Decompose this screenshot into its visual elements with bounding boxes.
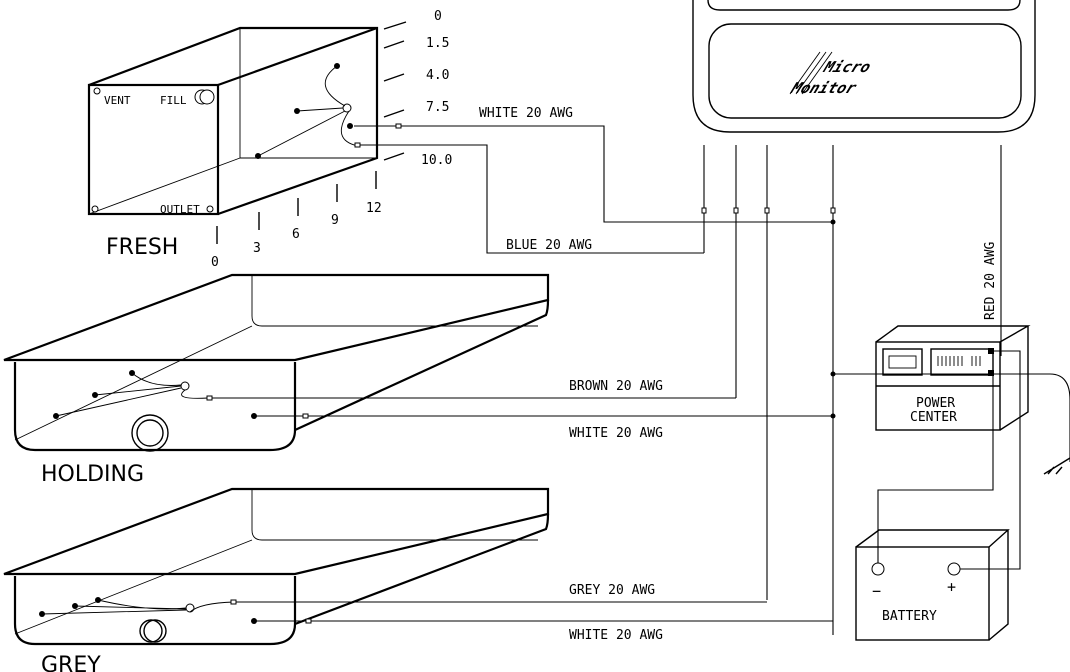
fresh-blue-wire-label: BLUE 20 AWG — [506, 238, 592, 253]
outlet-label: OUTLET — [160, 203, 200, 216]
battery-plus-label: + — [947, 578, 956, 596]
holding-wires: BROWN 20 AWG WHITE 20 AWG — [206, 379, 836, 441]
micro-monitor-logo: Micro Monitor — [788, 59, 874, 97]
fresh-tank: VENT FILL OUTLET 0 1.5 4.0 7.5 10.0 0 3 … — [87, 9, 452, 270]
battery: − + BATTERY — [855, 350, 1021, 641]
logo-line-2: Monitor — [788, 80, 860, 97]
holding-tank-label: HOLDING — [41, 462, 144, 487]
fresh-white-wire-label: WHITE 20 AWG — [479, 106, 573, 121]
holding-tank: HOLDING — [3, 273, 550, 487]
monitor-leads — [703, 145, 1002, 635]
battery-negative-terminal-icon — [871, 562, 885, 576]
grey-grey-wire-label: GREY 20 AWG — [569, 583, 655, 598]
grey-white-wire-label: WHITE 20 AWG — [569, 628, 663, 643]
holding-outlet-icon — [131, 414, 169, 452]
fresh-tank-label: FRESH — [106, 235, 178, 260]
grey-wires: GREY 20 AWG WHITE 20 AWG — [230, 583, 833, 643]
level-4-0: 4.0 — [426, 68, 449, 83]
power-center-breaker-icon — [882, 348, 923, 376]
outlet-port-icon — [206, 205, 214, 213]
level-0: 0 — [434, 9, 442, 24]
power-center-line-1: POWER — [916, 396, 955, 411]
micro-monitor-panel: Micro Monitor — [692, 0, 1036, 133]
battery-minus-label: − — [872, 582, 881, 600]
level-1-5: 1.5 — [426, 36, 449, 51]
grey-tank: GREY — [3, 487, 550, 672]
depth-9: 9 — [331, 213, 339, 228]
power-center-fuse-block-icon — [930, 348, 994, 376]
depth-0: 0 — [211, 255, 219, 270]
ground-symbol-icon — [1043, 457, 1070, 475]
grey-outlet-icon — [139, 619, 163, 643]
depth-12: 12 — [366, 201, 382, 216]
battery-label: BATTERY — [882, 609, 937, 624]
vent-label: VENT — [104, 94, 131, 107]
depth-6: 6 — [292, 227, 300, 242]
vent-port-icon — [93, 87, 101, 95]
grey-tank-label: GREY — [41, 653, 101, 672]
power-red-wire-label: RED 20 AWG — [983, 242, 998, 320]
fresh-wires: WHITE 20 AWG BLUE 20 AWG — [354, 106, 836, 254]
level-7-5: 7.5 — [426, 100, 449, 115]
power-center: POWER CENTER RED 20 AWG — [830, 242, 1070, 475]
fill-label: FILL — [160, 94, 187, 107]
holding-brown-wire-label: BROWN 20 AWG — [569, 379, 663, 394]
level-10-0: 10.0 — [421, 153, 452, 168]
battery-positive-terminal-icon — [947, 562, 961, 576]
power-center-line-2: CENTER — [910, 410, 957, 425]
holding-white-wire-label: WHITE 20 AWG — [569, 426, 663, 441]
depth-3: 3 — [253, 241, 261, 256]
logo-line-1: Micro — [820, 59, 873, 76]
